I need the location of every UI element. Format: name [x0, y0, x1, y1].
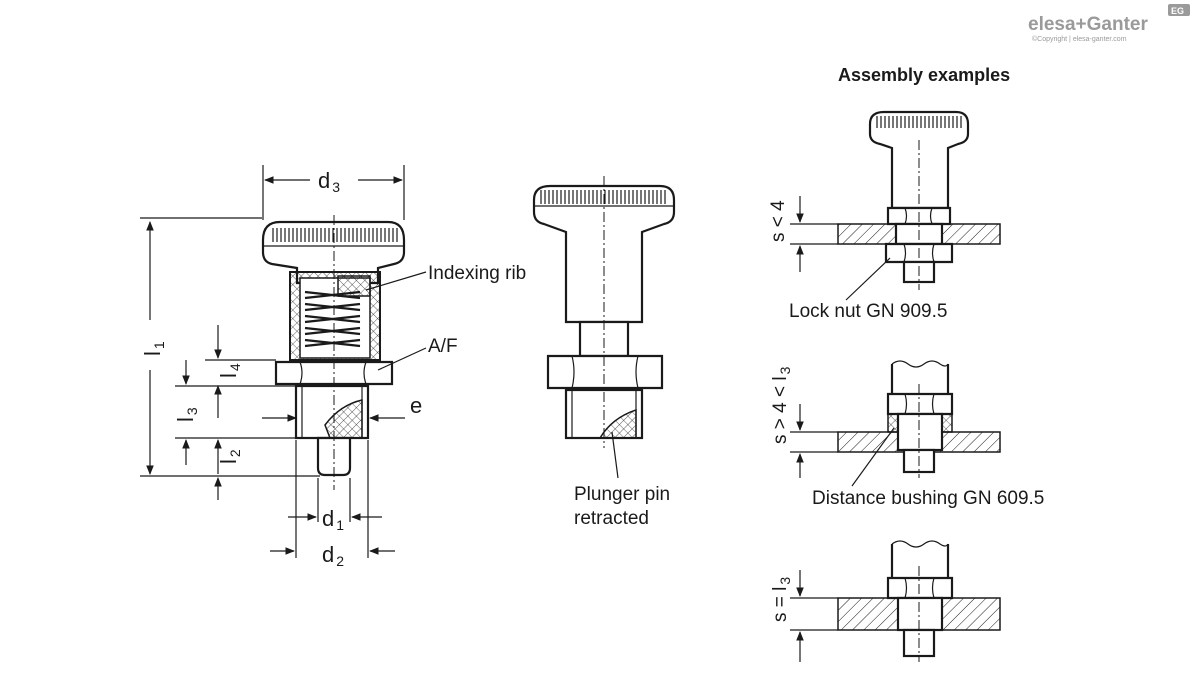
assembly-title: Assembly examples — [838, 65, 1010, 85]
main-plunger-drawing — [261, 215, 406, 490]
brand-logo: elesa+Ganter EG ©Copyright | elesa-gante… — [1028, 4, 1190, 43]
side-label-s-gt-4: s > 4 < l3 — [770, 366, 793, 444]
dimension-lines — [140, 165, 427, 558]
assembly-label-lock-nut: Lock nut GN 909.5 — [789, 301, 947, 322]
callout-indexing-rib: Indexing rib — [428, 263, 526, 284]
assembly-example-1 — [790, 110, 1001, 301]
dim-l4: l4 — [216, 363, 243, 378]
svg-text:s > 4 < l3: s > 4 < l3 — [770, 366, 793, 444]
svg-text:l1: l1 — [140, 341, 167, 356]
retracted-plunger-drawing — [532, 176, 676, 479]
callout-af: A/F — [428, 336, 458, 357]
side-label-s-lt-4: s < 4 — [768, 200, 789, 242]
svg-text:l4: l4 — [216, 363, 243, 378]
assembly-label-distance-bushing: Distance bushing GN 609.5 — [812, 488, 1044, 509]
copyright-text: ©Copyright | elesa-ganter.com — [1032, 35, 1127, 43]
svg-text:l2: l2 — [216, 449, 243, 464]
svg-text:l3: l3 — [173, 407, 200, 422]
logo-badge-icon — [1168, 4, 1190, 16]
svg-text:s < 4: s < 4 — [768, 200, 789, 242]
spring — [304, 290, 361, 348]
logo-text: elesa+Ganter — [1028, 14, 1148, 35]
side-label-s-eq: s = l3 — [770, 577, 793, 622]
dim-l1: l1 — [140, 341, 167, 356]
dim-e: e — [410, 393, 422, 418]
callout-plunger-line1: Plunger pin — [574, 484, 670, 505]
svg-text:s = l3: s = l3 — [770, 577, 793, 622]
dim-l3: l3 — [173, 407, 200, 422]
dim-l2: l2 — [216, 449, 243, 464]
assembly-example-3 — [790, 540, 1001, 662]
callout-plunger-line2: retracted — [574, 508, 649, 529]
assembly-example-2 — [790, 360, 1001, 487]
logo-badge: EG — [1171, 6, 1184, 16]
